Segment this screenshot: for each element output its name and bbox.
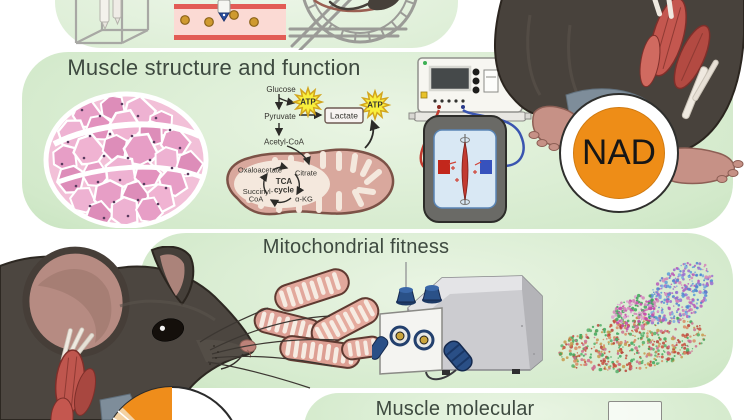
respirometer-icon (372, 262, 543, 381)
metabolic-cage-icon (74, 0, 150, 45)
atp-burst-icon: ATP (293, 87, 323, 117)
running-wheel-icon (288, 0, 418, 50)
eye-icon (151, 318, 185, 342)
nad-badge: NAD (559, 93, 679, 213)
glucose-probe-icon (217, 0, 231, 22)
chamber-window-icon (389, 325, 435, 351)
side-connector-icon (372, 336, 389, 360)
shoulder-muscle-icon (50, 327, 96, 420)
panel-mito-title: Mitochondrial fitness (262, 236, 450, 258)
pyruvate-label: Pyruvate (264, 112, 296, 121)
red-electrode (438, 160, 450, 174)
blood-vessel-icon (174, 0, 286, 40)
akg-label: α-KG (295, 195, 313, 204)
pie-badge-icon (111, 386, 233, 420)
near-ear-icon (22, 246, 130, 358)
succinyl-label-line1: Succinyl- (243, 187, 274, 196)
hindlimb-muscle-icon (639, 0, 719, 120)
chamber-stopper-icon (396, 285, 442, 306)
panel-molecular-title: Muscle molecular landscape (375, 398, 535, 420)
stimulation-sparks (448, 161, 482, 182)
mitochondrion-tca-icon (226, 148, 395, 216)
protein-structure-icon (558, 261, 714, 374)
nad-circle: NAD (573, 107, 665, 199)
whisker-dots (209, 345, 219, 365)
tca-label-line1: TCA (276, 177, 293, 186)
panel-muscle-title: Muscle structure and function (67, 55, 361, 80)
myonuclei-dots (60, 102, 190, 220)
glucose-label: Glucose (266, 85, 296, 94)
wheel-stand-icon (288, 0, 408, 50)
stimulator-knobs (472, 68, 480, 94)
lactate-label: Lactate (330, 111, 358, 121)
lactate-box (324, 107, 364, 124)
blood-cells-icon (180, 10, 259, 27)
stimulator-screen (428, 65, 472, 92)
whiskers (199, 307, 339, 389)
muscle-strip-icon (461, 141, 469, 201)
power-led (423, 61, 427, 65)
acetyl-coa-label: Acetyl-CoA (264, 138, 305, 147)
glycolysis-tca-pathway-diagram: ATP ATP Glucose Pyruvate Lactate Acetyl-… (226, 85, 395, 216)
water-bottle-icon (99, 0, 122, 31)
mouse-head-icon (0, 246, 339, 420)
ex-vivo-force-rig-icon (408, 57, 532, 223)
succinyl-label-line2: CoA (249, 195, 264, 204)
muscle-histology-icon (43, 91, 209, 228)
atp-label: ATP (367, 101, 383, 110)
tca-label-line2: cycle (274, 186, 295, 195)
front-connector-icon (443, 340, 473, 372)
atp-label: ATP (300, 98, 316, 107)
chart-box-icon (608, 401, 662, 420)
nad-label: NAD (582, 133, 656, 172)
mitochondria-cluster-icon (253, 268, 383, 369)
atp-burst-icon: ATP (360, 90, 390, 120)
muscle-bath-icon (423, 115, 507, 223)
nose-icon (239, 339, 257, 358)
citrate-label: Citrate (295, 169, 317, 178)
blue-electrode (480, 160, 492, 174)
oxaloacetate-label: Oxaloacetate (238, 166, 282, 175)
